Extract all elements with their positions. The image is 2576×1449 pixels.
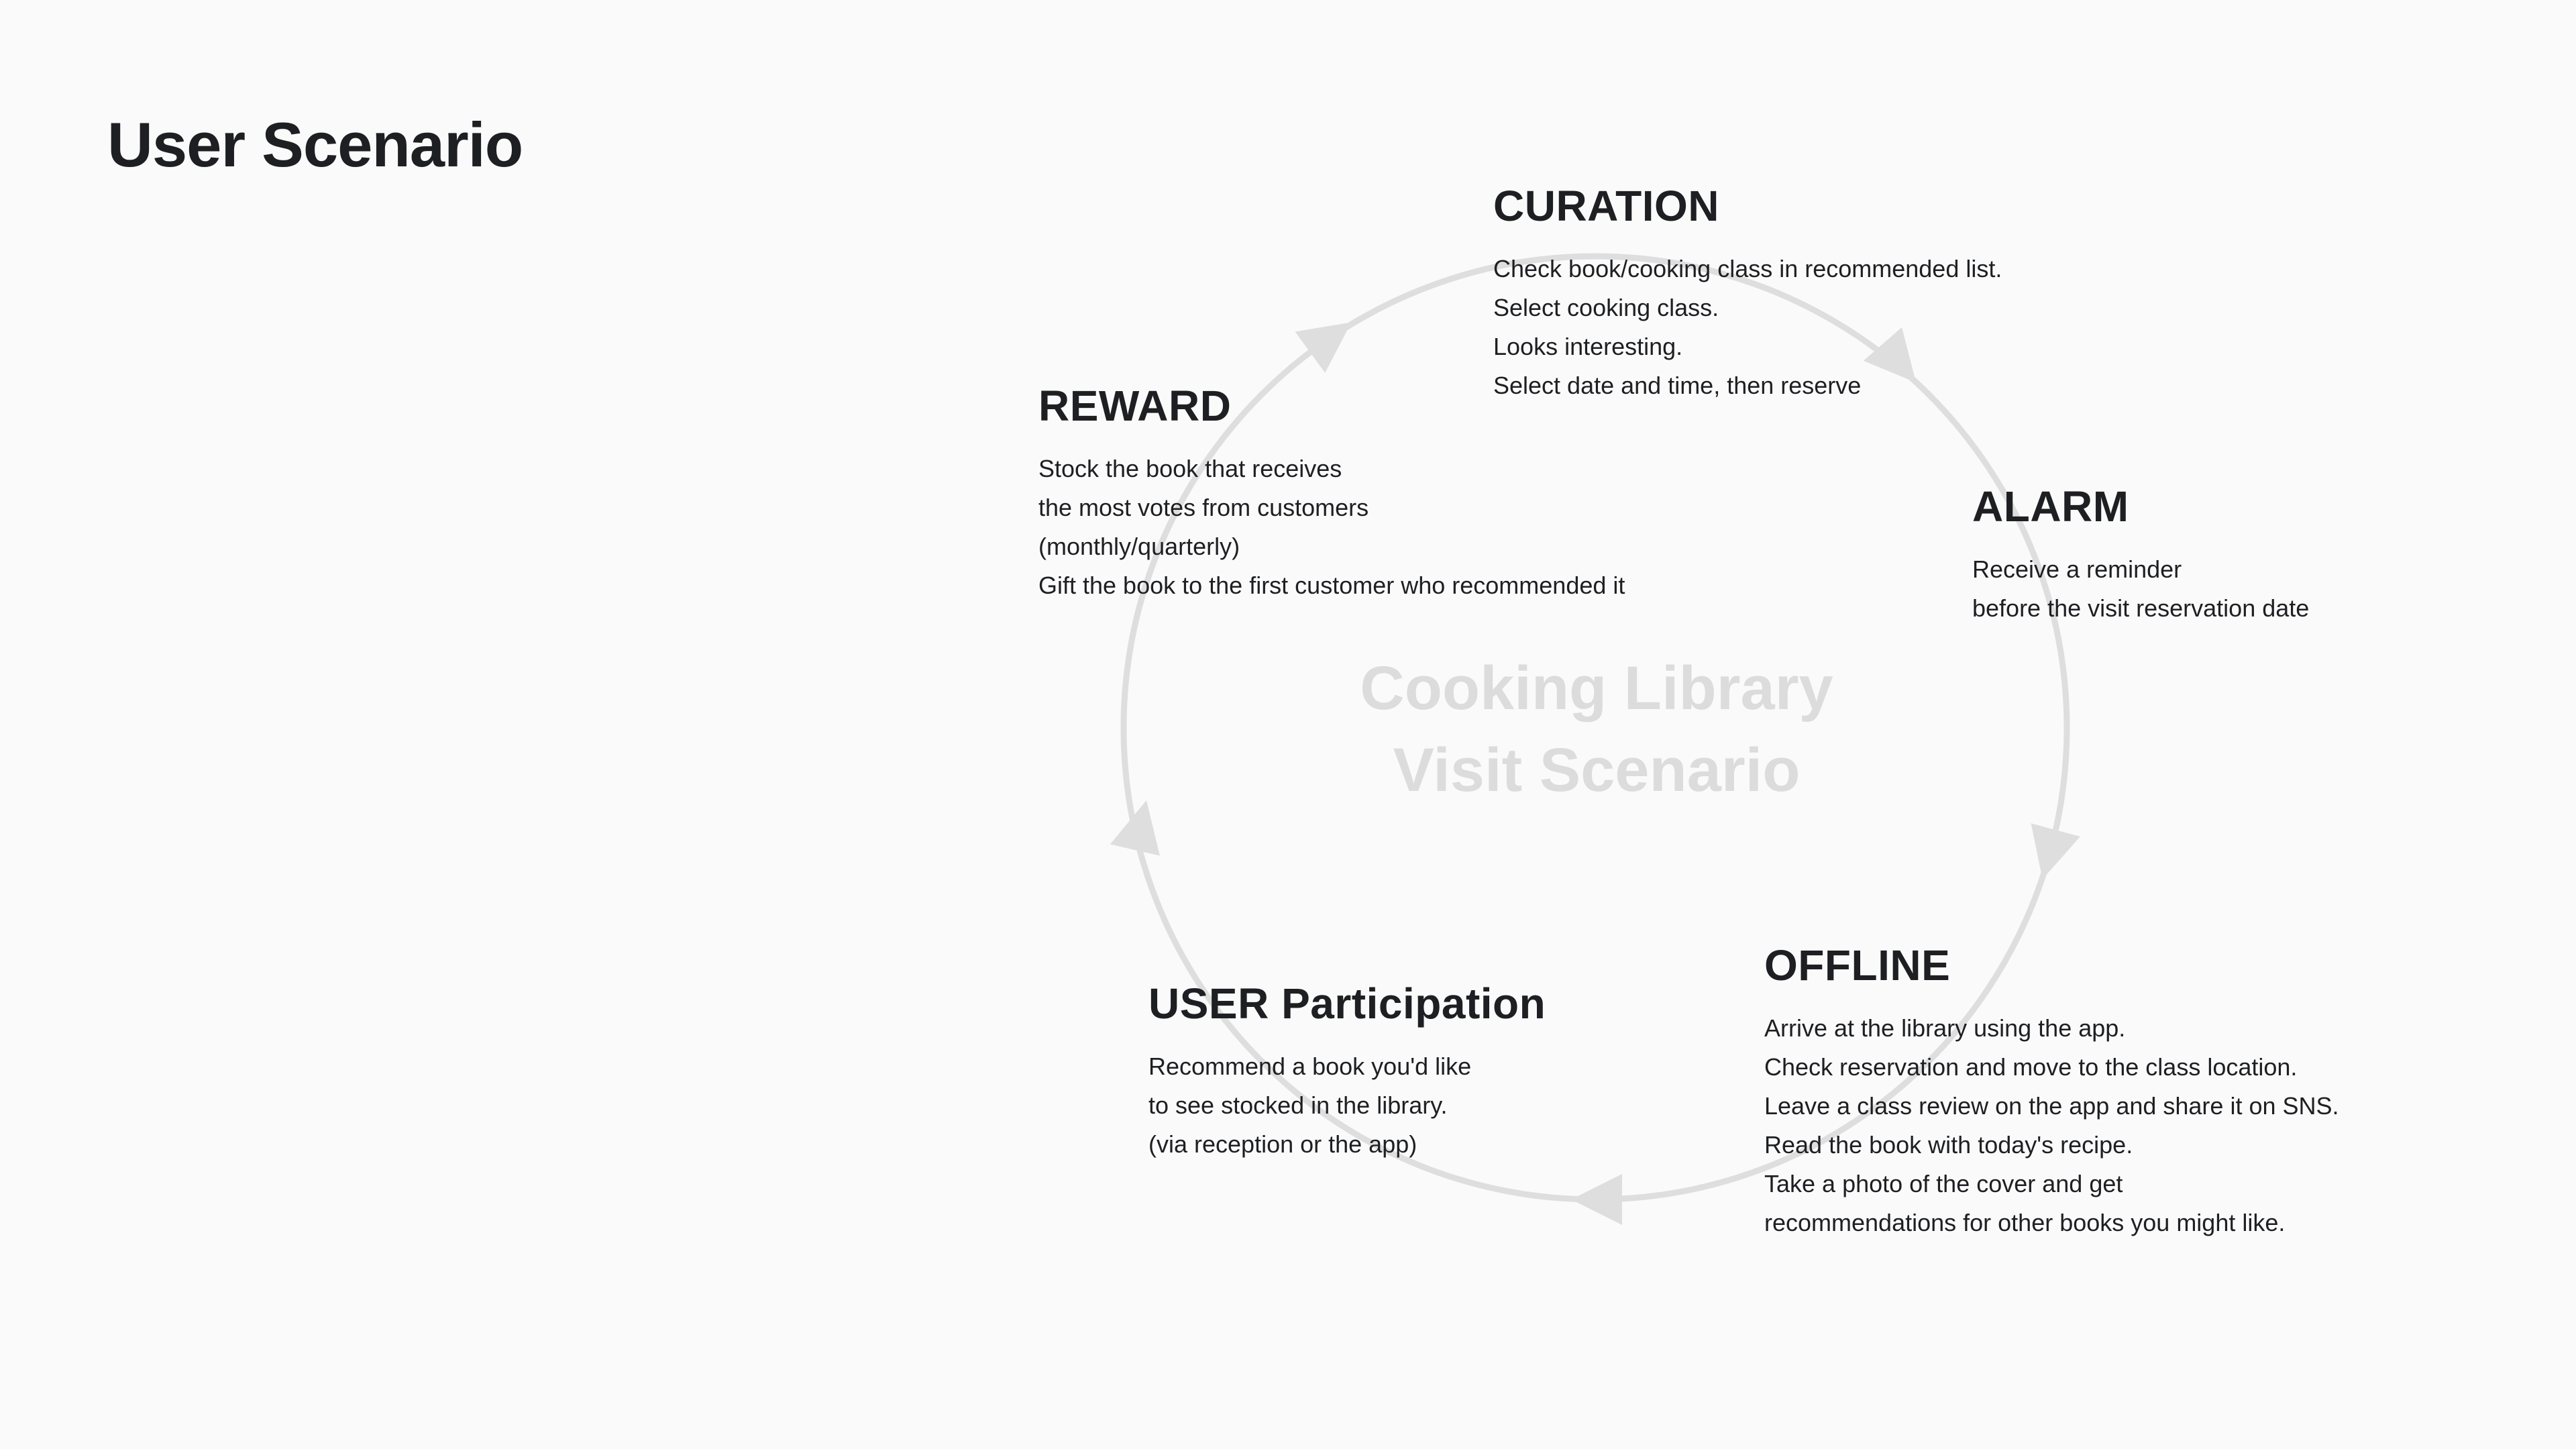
stage-step: Read the book with today's recipe. bbox=[1764, 1131, 2133, 1159]
page-title: User Scenario bbox=[107, 109, 523, 180]
stage-curation: CURATION Check book/cooking class in rec… bbox=[1493, 180, 2002, 405]
stage-step: recommendations for other books you migh… bbox=[1764, 1209, 2286, 1236]
stage-step: Gift the book to the first customer who … bbox=[1038, 572, 1625, 599]
stage-step: Take a photo of the cover and get bbox=[1764, 1170, 2123, 1197]
stage-alarm: ALARM Receive a reminder before the visi… bbox=[1972, 480, 2309, 628]
stage-step: Select date and time, then reserve bbox=[1493, 372, 1862, 399]
stage-step: Select cooking class. bbox=[1493, 294, 1719, 321]
stage-title: REWARD bbox=[1038, 382, 1232, 430]
stage-title: USER Participation bbox=[1148, 979, 1546, 1028]
stage-step: Leave a class review on the app and shar… bbox=[1764, 1092, 2339, 1120]
stage-step: Check reservation and move to the class … bbox=[1764, 1053, 2298, 1081]
stage-steps: Check book/cooking class in recommended … bbox=[1493, 250, 2002, 405]
stage-step: to see stocked in the library. bbox=[1148, 1091, 1448, 1119]
stage-step: (monthly/quarterly) bbox=[1038, 533, 1240, 560]
cycle-arrow-user-reward bbox=[1110, 800, 1160, 856]
stage-step: Arrive at the library using the app. bbox=[1764, 1014, 2126, 1042]
cycle-arrow-reward-curation bbox=[1295, 322, 1352, 373]
diagram-center-title: Cooking Library Visit Scenario bbox=[1261, 647, 1932, 811]
stage-steps: Recommend a book you'd like to see stock… bbox=[1148, 1047, 1546, 1164]
stage-step: Recommend a book you'd like bbox=[1148, 1053, 1472, 1080]
stage-step: before the visit reservation date bbox=[1972, 594, 2310, 622]
stage-steps: Stock the book that receives the most vo… bbox=[1038, 449, 1625, 605]
stage-step: Check book/cooking class in recommended … bbox=[1493, 255, 2002, 282]
stage-step: the most votes from customers bbox=[1038, 494, 1369, 521]
cycle-arrow-alarm-offline bbox=[2031, 823, 2081, 879]
stage-step: Looks interesting. bbox=[1493, 333, 1683, 360]
stage-title: OFFLINE bbox=[1764, 941, 1951, 989]
stage-step: Stock the book that receives bbox=[1038, 455, 1342, 482]
stage-title: ALARM bbox=[1972, 482, 2129, 531]
stage-step: Receive a reminder bbox=[1972, 555, 2182, 583]
stage-reward: REWARD Stock the book that receives the … bbox=[1038, 380, 1625, 605]
center-title-line-2: Visit Scenario bbox=[1393, 736, 1801, 804]
stage-steps: Arrive at the library using the app. Che… bbox=[1764, 1009, 2339, 1242]
center-title-line-1: Cooking Library bbox=[1360, 654, 1833, 722]
stage-user-participation: USER Participation Recommend a book you'… bbox=[1148, 977, 1546, 1164]
cycle-arrow-offline-user bbox=[1571, 1174, 1622, 1225]
stage-step: (via reception or the app) bbox=[1148, 1130, 1417, 1158]
stage-steps: Receive a reminder before the visit rese… bbox=[1972, 550, 2309, 628]
stage-title: CURATION bbox=[1493, 182, 1719, 230]
stage-offline: OFFLINE Arrive at the library using the … bbox=[1764, 939, 2339, 1242]
cycle-arrow-curation-alarm bbox=[1863, 327, 1917, 383]
